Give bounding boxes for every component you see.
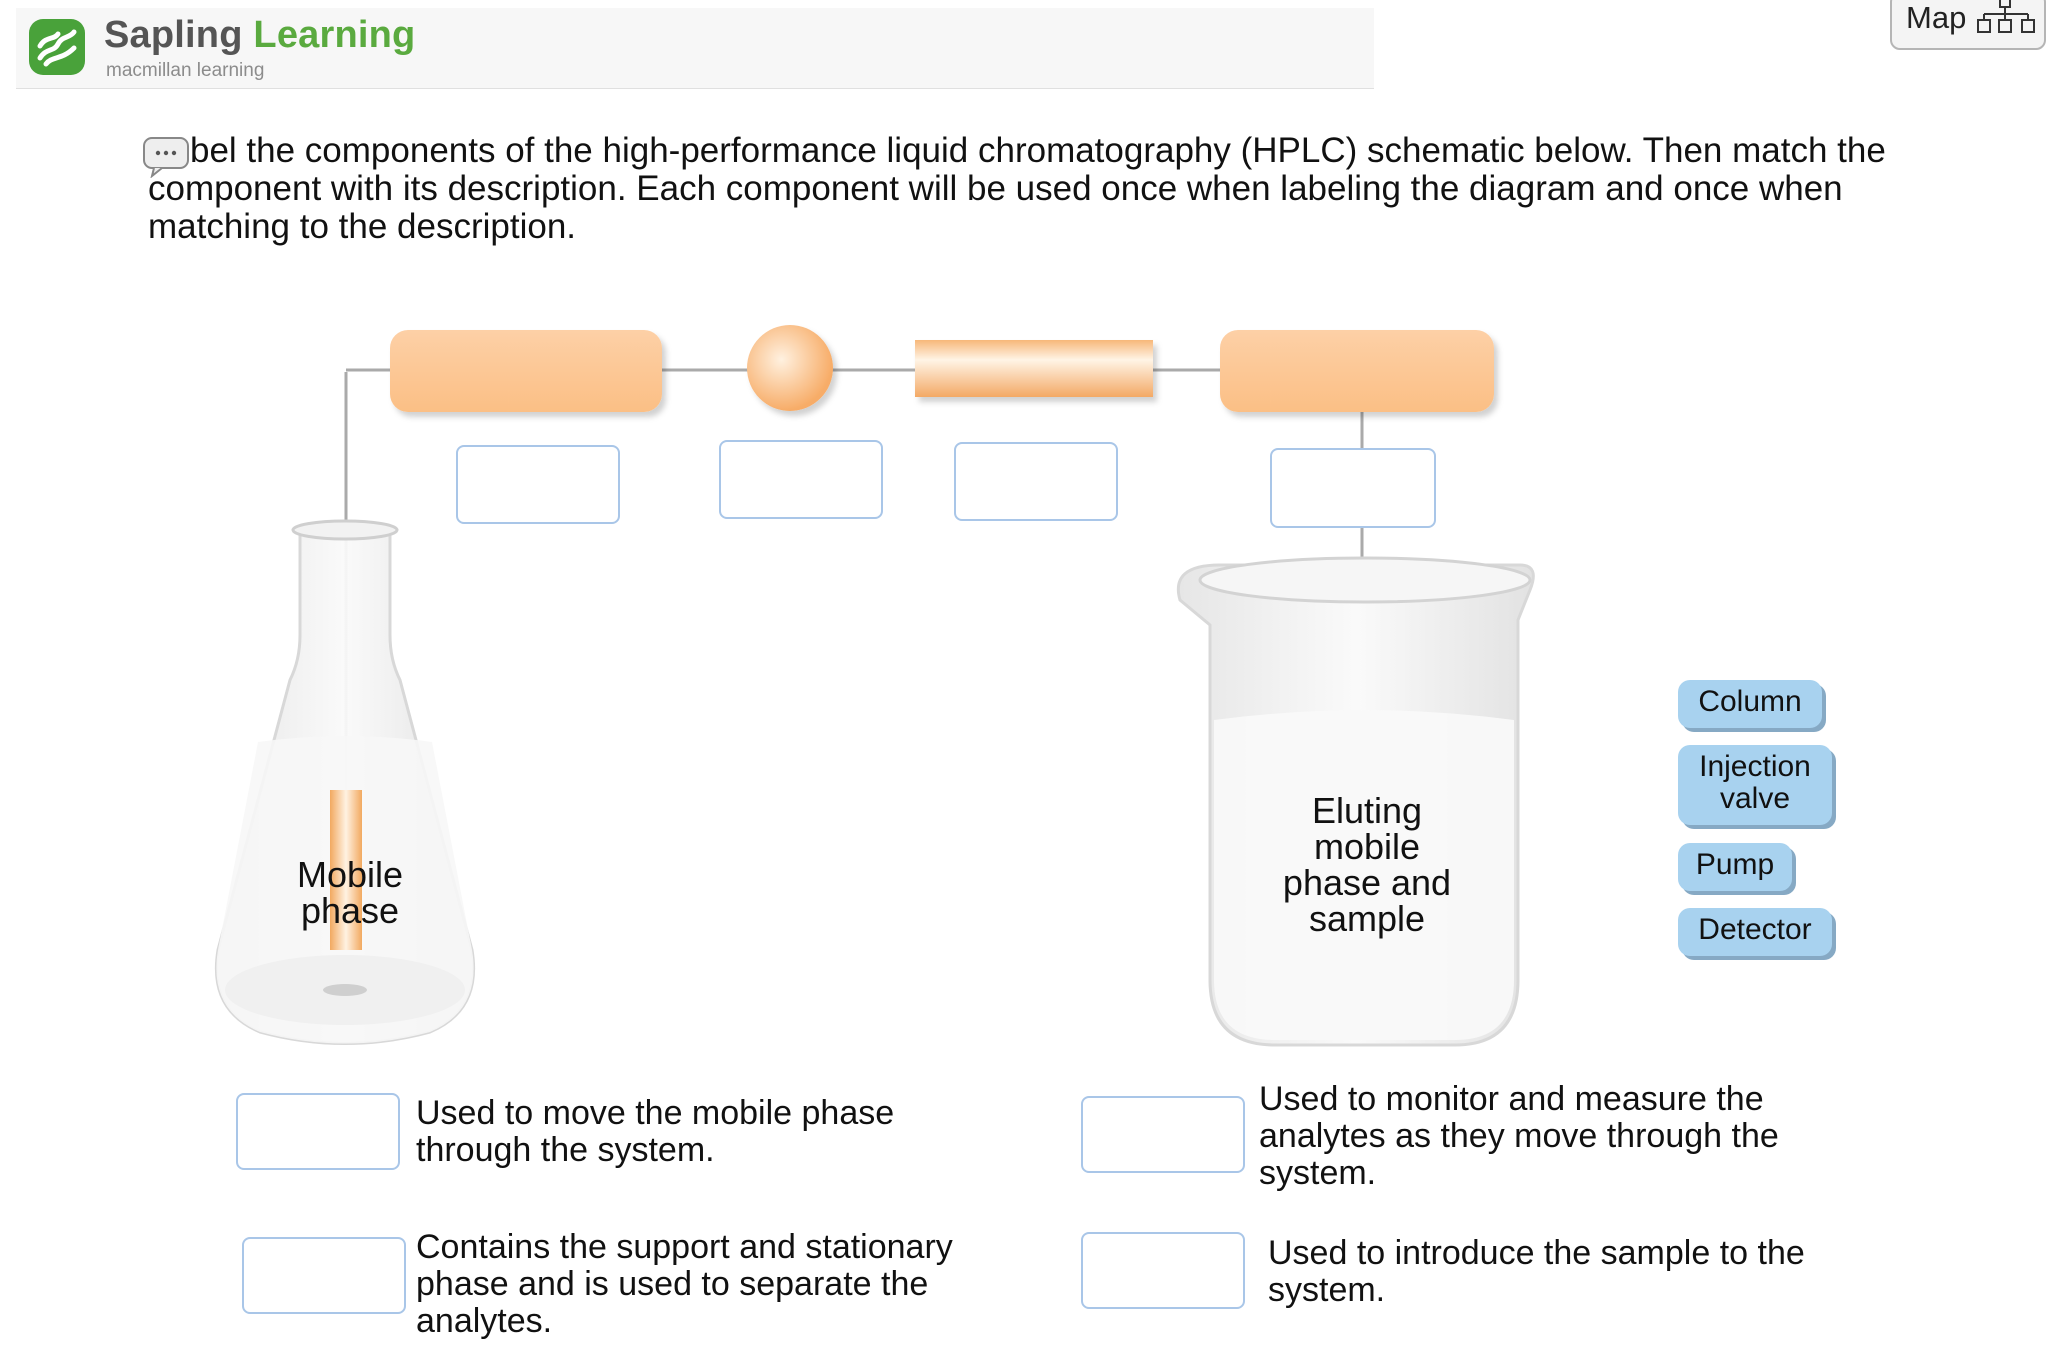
brand-learning: Learning [253, 14, 416, 56]
comment-icon[interactable] [142, 136, 190, 178]
app-header: Sapling Learning macmillan learning [16, 8, 1374, 89]
sitemap-icon [1977, 0, 2035, 33]
injection-valve-drop-target[interactable] [719, 440, 883, 519]
description-3-drop-target[interactable] [1081, 1096, 1245, 1173]
label-chip-injection-valve[interactable]: Injection valve [1678, 745, 1832, 825]
description-1-drop-target[interactable] [236, 1093, 400, 1170]
flask-label: Mobile phase [296, 854, 404, 931]
map-button[interactable]: Map [1890, 0, 2046, 50]
map-label: Map [1906, 0, 1967, 35]
label-chip-detector[interactable]: Detector [1678, 908, 1832, 956]
label-chip-pump[interactable]: Pump [1678, 843, 1792, 891]
question-instructions: bel the components of the high-performan… [148, 131, 1886, 246]
pump-drop-target[interactable] [456, 445, 620, 524]
column-drop-target[interactable] [954, 442, 1118, 521]
brand-subtitle: macmillan learning [106, 60, 265, 81]
detector-drop-target[interactable] [1270, 448, 1436, 528]
injection-valve-component [747, 325, 833, 411]
description-2-drop-target[interactable] [242, 1237, 406, 1314]
beaker-label: Eluting mobile phase and sample [1282, 790, 1452, 939]
description-4-drop-target[interactable] [1081, 1232, 1245, 1309]
beaker [1177, 556, 1535, 1047]
erlenmeyer-flask [214, 519, 476, 1045]
pump-component [390, 330, 662, 412]
description-4-text: Used to introduce the sample to the syst… [1268, 1234, 1805, 1309]
brand-sapling: Sapling [104, 14, 243, 56]
brand-name: Sapling Learning [104, 14, 415, 57]
column-component [915, 340, 1153, 397]
sapling-logo-icon [29, 19, 85, 75]
label-chip-column[interactable]: Column [1678, 680, 1822, 728]
description-2-text: Contains the support and stationary phas… [416, 1228, 953, 1340]
description-3-text: Used to monitor and measure the analytes… [1259, 1080, 1779, 1192]
detector-component [1220, 330, 1494, 412]
description-1-text: Used to move the mobile phase through th… [416, 1094, 895, 1169]
